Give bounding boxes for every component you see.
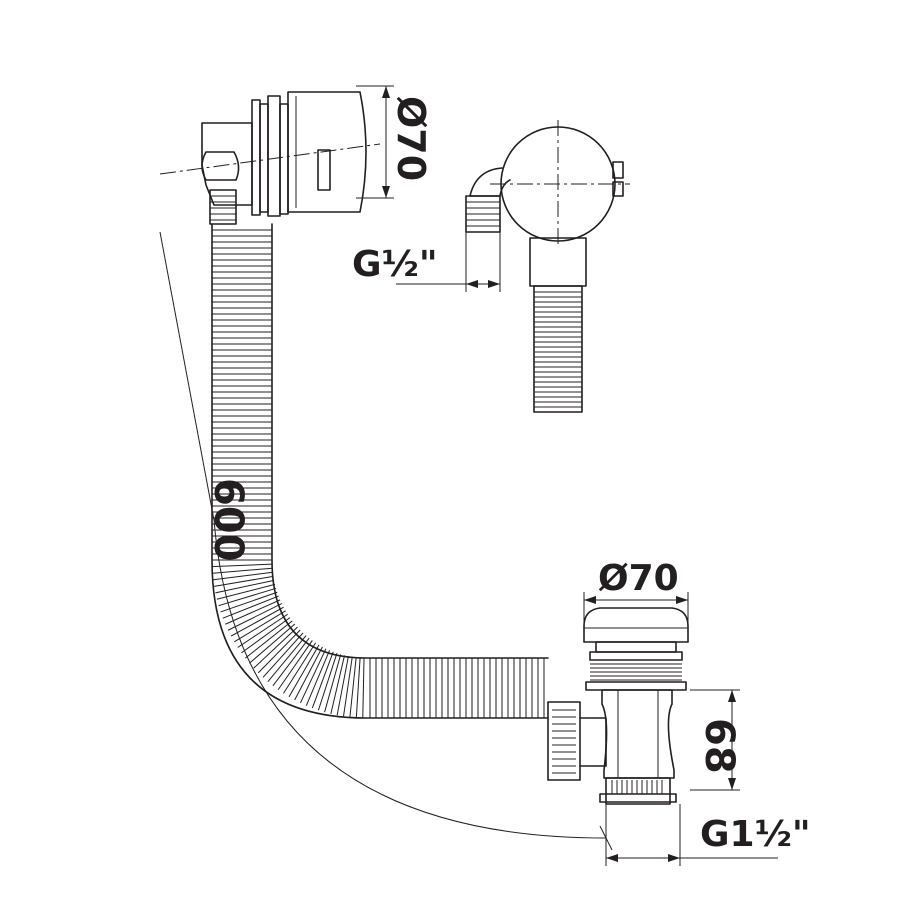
- hose-rib: [277, 640, 313, 691]
- waste-diameter-label: Ø70: [598, 558, 679, 599]
- overflow-thread-dimension: [396, 232, 501, 292]
- front-thread-lines: [466, 201, 500, 227]
- overflow-thread-label: G½": [352, 244, 438, 285]
- hose-rib: [234, 610, 286, 643]
- hose-rib: [267, 635, 307, 683]
- overflow-side-view: [159, 91, 381, 225]
- hose-rib: [241, 617, 291, 654]
- hose-rib: [213, 571, 273, 581]
- overflow-front-view: [465, 120, 630, 413]
- hose-rib: [230, 606, 284, 637]
- hose-rib: [355, 657, 361, 718]
- waste-height-dimension: [690, 689, 740, 791]
- hose-rib: [349, 657, 357, 718]
- hose-rib: [249, 623, 296, 664]
- hose-rib: [245, 620, 293, 659]
- overflow-diameter-dimension: [356, 85, 394, 199]
- overflow-diameter-label: Ø70: [389, 96, 433, 181]
- waste-unit: [547, 607, 689, 805]
- hose-rib: [311, 651, 334, 709]
- overflow-thread-lines: [210, 195, 236, 221]
- hose-rib: [225, 599, 281, 625]
- flexible-hose: [211, 223, 549, 719]
- hose-rib: [253, 626, 298, 669]
- hose-rib: [262, 632, 304, 678]
- hose-rib: [212, 567, 273, 574]
- hose-rib: [283, 642, 317, 694]
- hose-rib: [212, 563, 273, 568]
- hose-rib: [237, 613, 288, 648]
- hose-rib: [336, 656, 349, 716]
- hose-rib: [343, 656, 353, 717]
- waste-thread-dimension: [605, 804, 778, 866]
- hose-length-label: 600: [205, 478, 251, 562]
- hose-rib: [317, 653, 338, 711]
- hose-rib: [294, 646, 323, 701]
- hose-rib: [299, 648, 327, 704]
- waste-height-label: 68: [696, 718, 742, 774]
- waste-thread-label: G1½": [700, 814, 811, 855]
- hose-rib: [288, 644, 320, 698]
- hose-rib: [227, 603, 283, 631]
- hose-rib: [305, 650, 331, 706]
- hose-rib: [324, 654, 342, 713]
- hose-rib: [330, 655, 346, 714]
- hose-rib: [222, 595, 279, 619]
- hose-rib: [257, 629, 301, 674]
- hose-rib: [272, 637, 310, 687]
- waste-diameter-dimension: [583, 592, 689, 624]
- hose-rib: [362, 657, 365, 718]
